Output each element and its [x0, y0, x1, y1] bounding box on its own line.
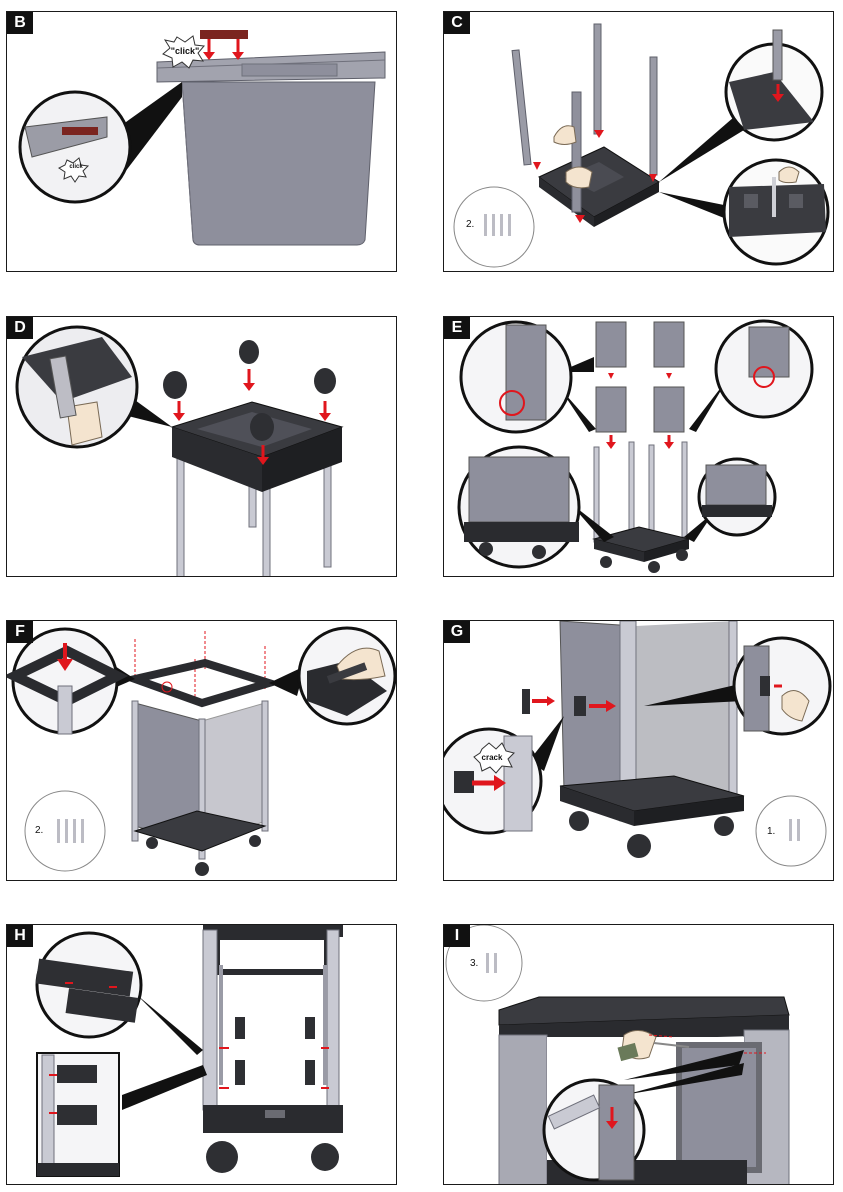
hardware-count: 3.: [470, 958, 479, 969]
step-label: I: [444, 925, 470, 947]
step-i-panel: I 3.: [443, 924, 834, 1185]
step-c-panel: C: [443, 11, 834, 272]
hardware-count: 1.: [767, 826, 776, 837]
step-label: H: [7, 925, 33, 947]
step-label: F: [7, 621, 33, 643]
step-f-illustration: [7, 626, 396, 876]
step-label: E: [444, 317, 470, 339]
step-c-illustration: [453, 23, 830, 268]
hardware-count: 2.: [466, 219, 475, 230]
step-label: C: [444, 12, 470, 34]
step-h-illustration: [35, 925, 343, 1177]
step-i-illustration: [445, 925, 790, 1184]
step-label: D: [7, 317, 33, 339]
step-b-panel: B "click" click: [6, 11, 397, 272]
crack-callout: crack: [481, 753, 503, 762]
hardware-count: 2.: [35, 825, 44, 836]
step-d-illustration: [15, 325, 344, 576]
step-e-illustration: [457, 319, 814, 573]
step-g-illustration: [444, 621, 832, 867]
step-h-panel: H: [6, 924, 397, 1185]
step-g-panel: G crack 1.: [443, 620, 834, 881]
step-label: G: [444, 621, 470, 643]
step-b-illustration: [18, 30, 386, 246]
step-f-panel: F: [6, 620, 397, 881]
click-callout: "click": [170, 46, 200, 56]
step-d-panel: D: [6, 316, 397, 577]
click-detail-callout: click: [69, 164, 83, 170]
step-e-panel: E: [443, 316, 834, 577]
step-label: B: [7, 12, 33, 34]
